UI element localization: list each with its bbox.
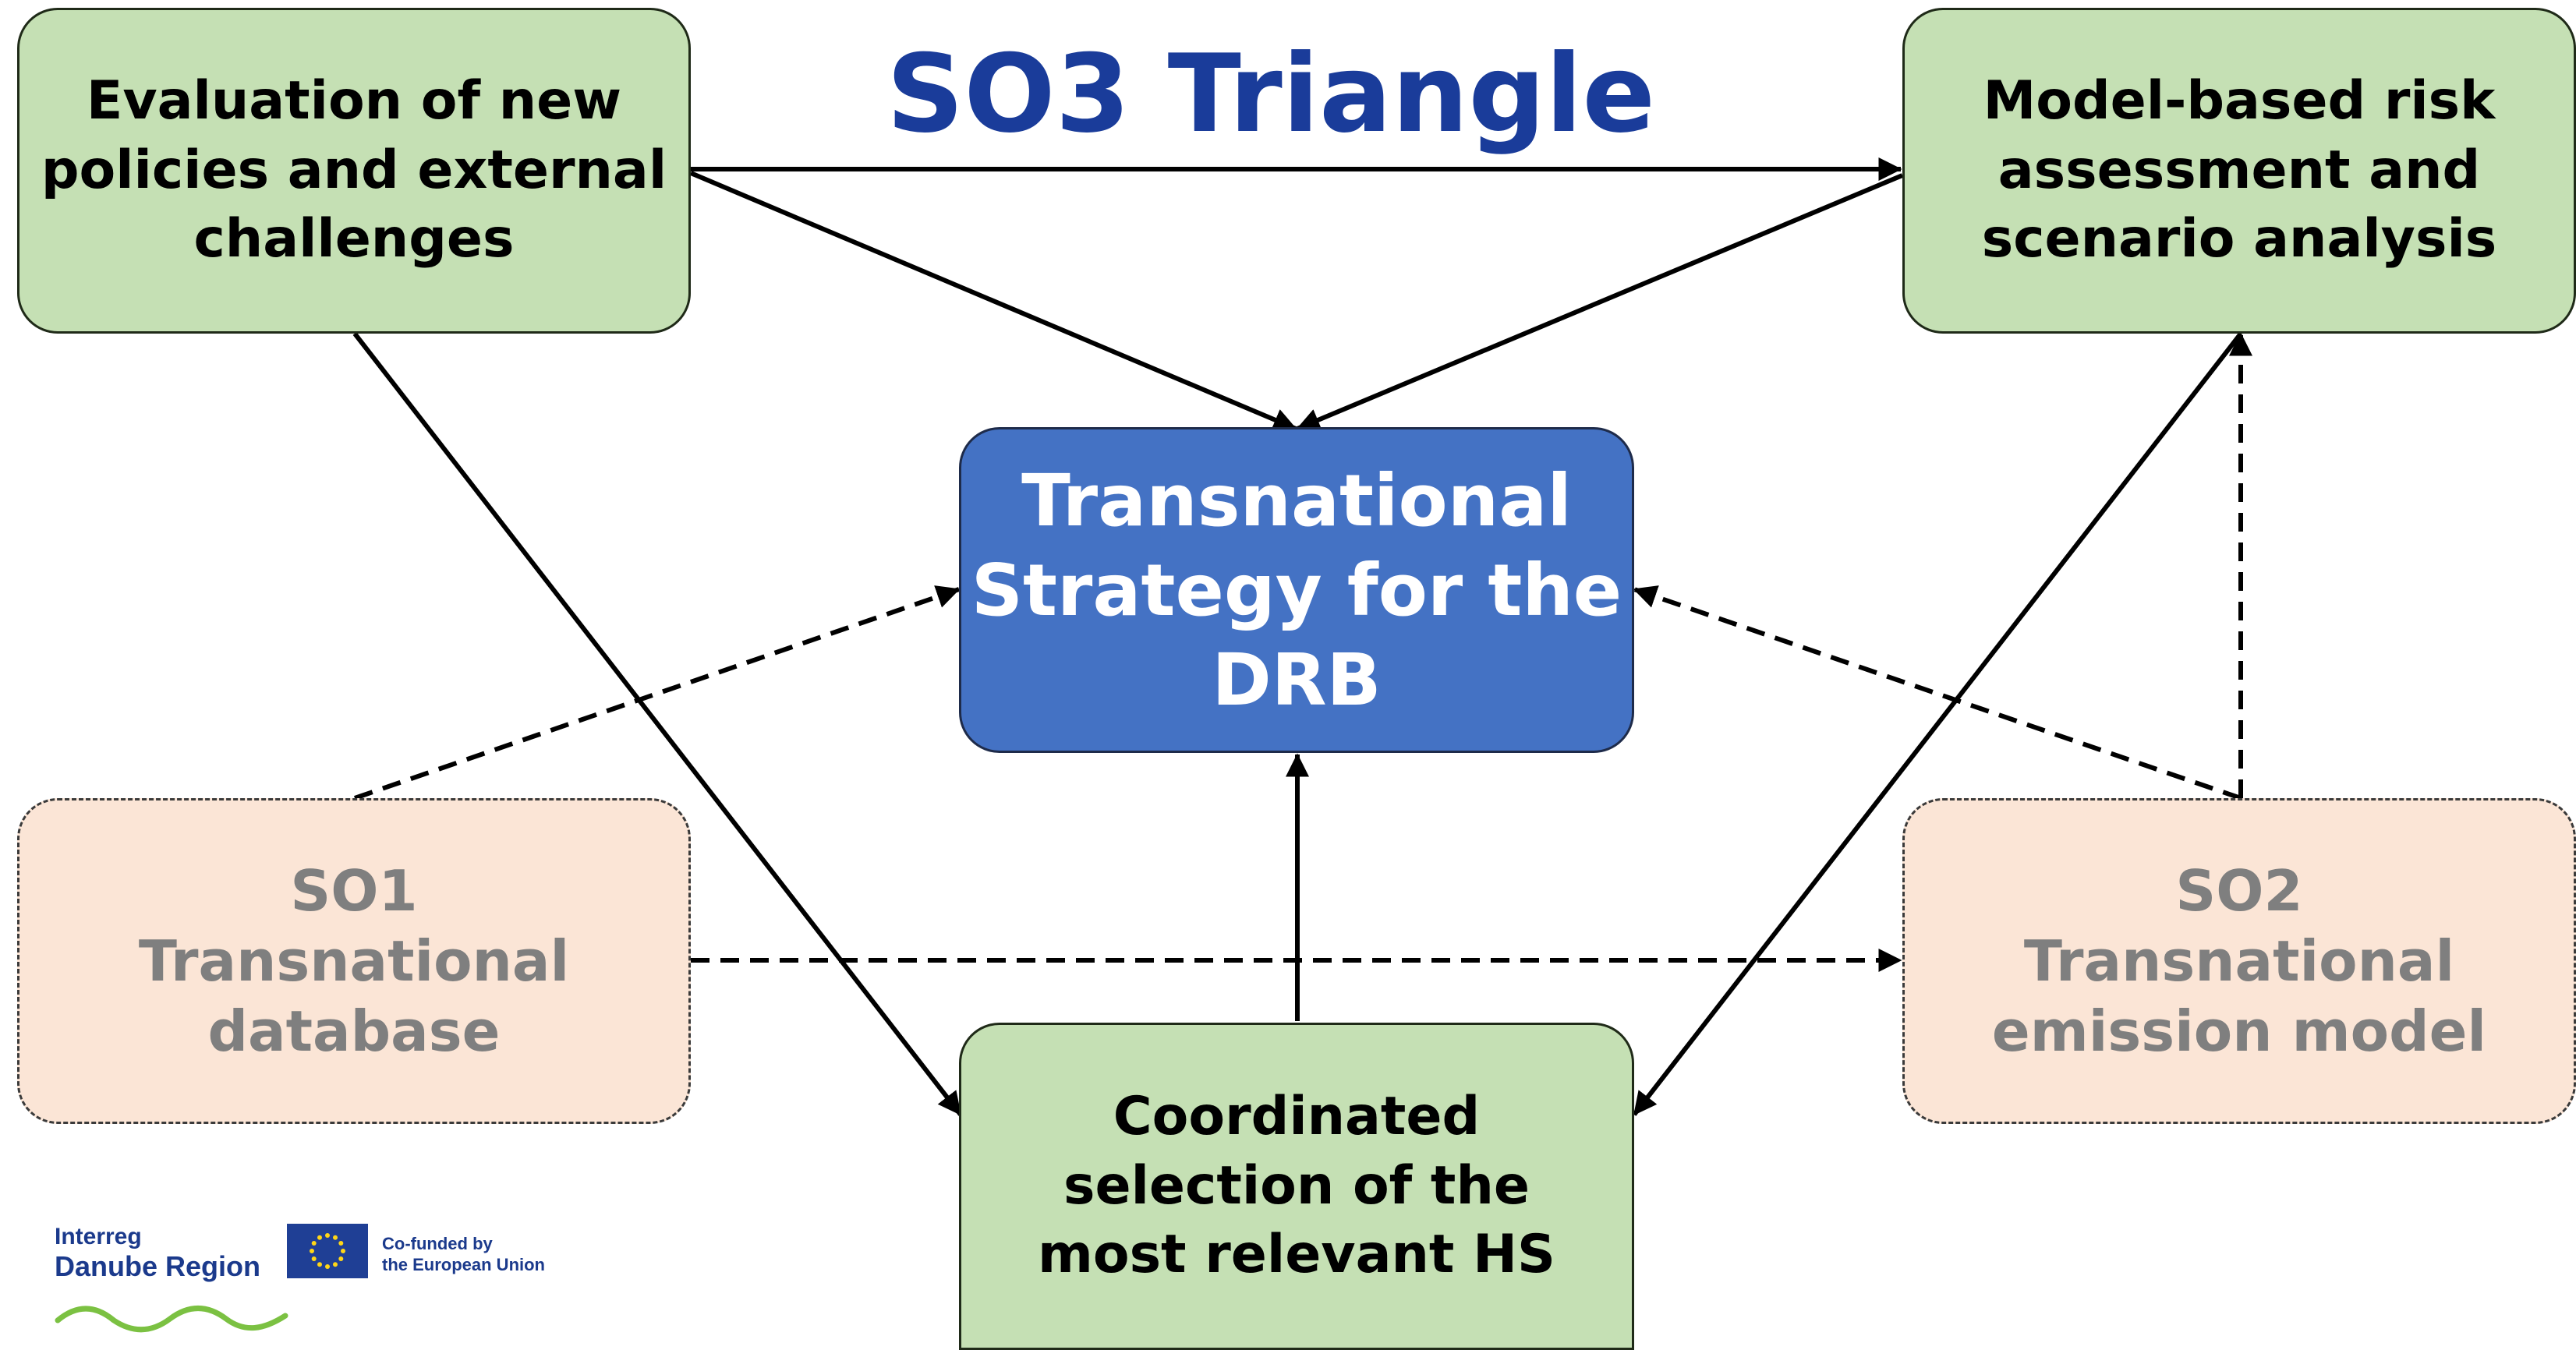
box-model-based: Model-based risk assessment and scenario… [1902, 8, 2576, 334]
box-so2: SO2 Transnational emission model [1902, 798, 2576, 1124]
arrow-evaluation-to-coordinated [352, 332, 963, 1116]
arrow-evaluation-to-strategy [689, 171, 1297, 431]
eu-flag-icon [287, 1224, 368, 1278]
interreg-label: Interreg [55, 1224, 142, 1249]
interreg-logo: Interreg Danube Region [55, 1224, 260, 1283]
eu-cofunded-line2: the European Union [382, 1255, 545, 1274]
eu-cofunded-label: Co-funded by the European Union [382, 1233, 545, 1275]
box-evaluation: Evaluation of new policies and external … [17, 8, 691, 334]
diagram-title: SO3 Triangle [886, 31, 1656, 157]
eu-cofunded-line1: Co-funded by [382, 1234, 493, 1253]
arrow-so1-to-strategy [354, 585, 961, 800]
arrow-so2-to-strategy [1633, 585, 2242, 800]
box-strategy: Transnational Strategy for the DRB [959, 427, 1634, 753]
box-so1: SO1 Transnational database [17, 798, 691, 1124]
danube-region-label: Danube Region [55, 1250, 261, 1282]
funding-logos: Interreg Danube Region [55, 1224, 600, 1341]
arrow-model-coordinated [1632, 309, 2264, 1116]
eu-stars-icon [310, 1233, 345, 1269]
green-wave-icon [55, 1306, 288, 1333]
arrow-model-to-strategy [1296, 173, 1904, 431]
box-coordinated: Coordinated selection of the most releva… [959, 1023, 1634, 1350]
